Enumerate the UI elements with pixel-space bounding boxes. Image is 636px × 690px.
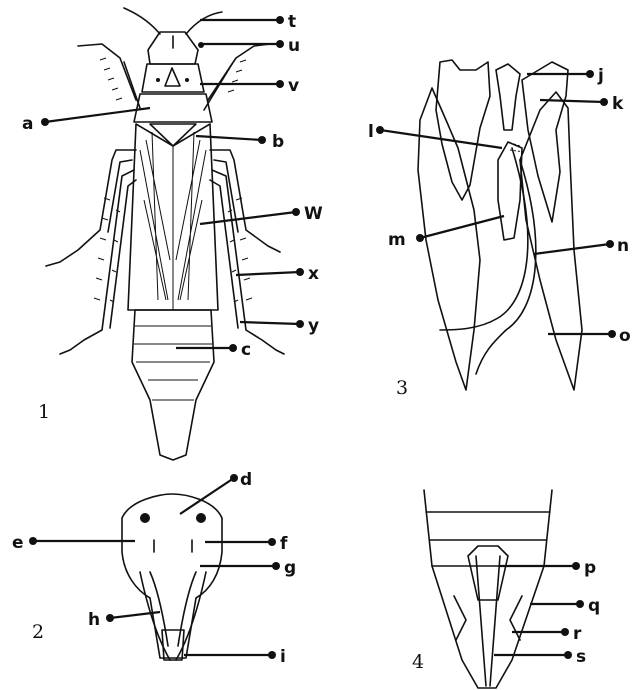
vertex — [142, 64, 204, 92]
label-k: k — [612, 94, 624, 114]
figure-2-face — [29, 474, 280, 660]
label-g: g — [284, 558, 296, 578]
label-e: e — [12, 533, 24, 553]
label-v: v — [288, 76, 299, 96]
right-connective — [522, 62, 568, 222]
label-s: s — [576, 647, 586, 667]
callout-labels: t u v a b W x y c j k l m n o d e f g h … — [12, 12, 631, 667]
face-outline — [122, 494, 222, 658]
right-antenna — [186, 12, 222, 34]
label-u: u — [288, 36, 300, 56]
right-gena — [178, 572, 196, 646]
left-gena — [150, 572, 168, 646]
pygofer — [510, 596, 522, 640]
left-subgenital-plate — [418, 88, 480, 390]
label-i: i — [280, 647, 286, 667]
label-d: d — [240, 470, 252, 490]
abdomen-tip-outline — [424, 490, 552, 688]
abdomen — [132, 310, 214, 460]
label-r: r — [573, 624, 582, 644]
label-w: W — [304, 204, 323, 224]
label-b: b — [272, 132, 284, 152]
figure-number-4: 4 — [412, 651, 424, 673]
figure-4-abdomen-tip — [424, 490, 584, 688]
left-hindleg — [60, 170, 134, 354]
label-m: m — [388, 230, 406, 250]
label-a: a — [22, 114, 33, 134]
label-x: x — [308, 264, 319, 284]
label-h: h — [88, 610, 100, 630]
style — [498, 142, 522, 240]
left-midleg — [46, 150, 136, 266]
label-o: o — [619, 326, 631, 346]
figure-1-insect — [41, 8, 304, 460]
label-p: p — [584, 558, 596, 578]
aedeagus-shaft — [440, 148, 528, 330]
right-foreleg — [208, 44, 270, 100]
label-t: t — [288, 12, 296, 32]
connective-arm — [496, 64, 520, 130]
label-n: n — [617, 236, 629, 256]
clypellus — [162, 630, 184, 660]
figure-number-1: 1 — [38, 401, 50, 423]
left-antenna — [124, 8, 160, 34]
figure-number-3: 3 — [396, 377, 408, 399]
right-subgenital-plate — [520, 92, 582, 390]
label-l: l — [368, 122, 374, 142]
right-midleg — [210, 150, 280, 252]
pregenital-plate — [468, 546, 508, 600]
label-y: y — [308, 316, 319, 336]
ovipositor — [476, 556, 500, 686]
label-c: c — [241, 340, 251, 360]
label-q: q — [588, 596, 600, 616]
label-j: j — [597, 66, 604, 86]
figure-number-2: 2 — [32, 621, 44, 643]
scutellum — [150, 124, 196, 146]
figure-3-genitalia — [376, 60, 616, 390]
label-f: f — [280, 534, 288, 554]
right-hindleg — [212, 170, 284, 354]
left-connective — [436, 60, 490, 200]
